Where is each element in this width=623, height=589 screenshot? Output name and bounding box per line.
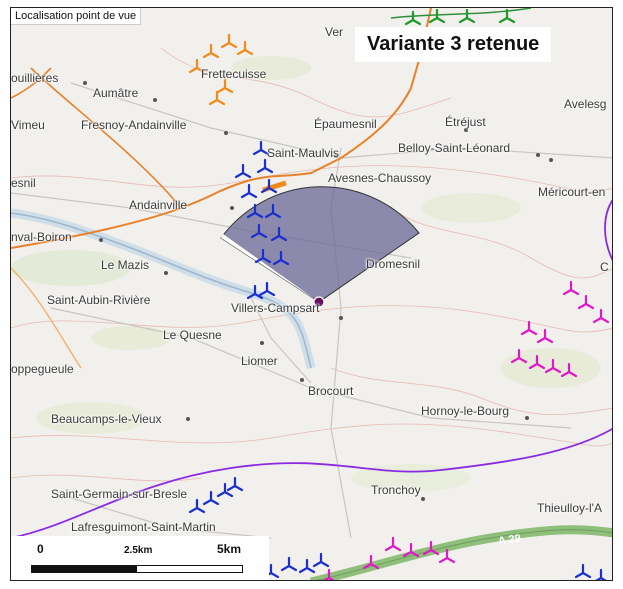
location-label: Localisation point de vue [11,8,142,25]
place-ver: Ver [325,25,344,39]
place-hornoy: Hornoy-le-Bourg [421,404,510,418]
place-vimeu: Vimeu [11,118,45,132]
place-saint-aubin: Saint-Aubin-Rivière [47,293,151,307]
place-avesnes: Avesnes-Chaussoy [328,171,432,185]
place-andainville: Andainville [129,198,188,212]
variant-label: Variante 3 retenue [355,27,552,62]
place-saint-germain: Saint-Germain-sur-Bresle [51,487,188,501]
scale-mid-label: 2.5km [124,545,153,556]
scale-start-label: 0 [37,542,44,556]
place-aumatre: Aumâtre [93,86,139,100]
place-villers: Villers-Campsart [231,301,320,315]
place-inval-boiron: nval-Boiron [11,230,72,244]
place-oppegueule: oppegueule [11,362,74,376]
contour-lines [11,47,612,482]
place-avelesg: Avelesg [564,97,607,111]
scale-bar-filled [32,566,137,572]
scale-bar [31,565,243,573]
place-tronchoy: Tronchoy [371,483,421,497]
place-brocourt: Brocourt [308,384,354,398]
place-lafresguimont: Lafresguimont-Saint-Martin [71,520,216,534]
admin-boundary [11,428,612,539]
place-le-mazis: Le Mazis [101,258,150,272]
place-beaucamps: Beaucamps-le-Vieux [51,412,162,426]
place-dromesnil: Dromesnil [366,257,421,271]
scale-bar-panel: 0 2.5km 5km [11,536,269,580]
place-epaumesnil: Épaumesnil [314,117,377,131]
place-c: C [600,260,609,274]
scale-end-label: 5km [217,542,242,556]
place-frettecuisse: Frettecuisse [201,67,267,81]
place-liomer: Liomer [241,354,278,368]
view-sector [220,186,420,303]
place-belloy: Belloy-Saint-Léonard [398,141,511,155]
place-pouillieres: ouillières [11,71,59,85]
place-etrejust: Étréjust [445,115,486,129]
place-mericourt: Méricourt-en [538,185,606,199]
place-le-quesne: Le Quesne [163,328,222,342]
motorway-a29 [309,525,612,580]
map-canvas[interactable]: Ver ouillières Aumâtre Frettecuisse Avel… [10,7,613,581]
place-fresnoy: Fresnoy-Andainville [81,118,187,132]
place-esnil: esnil [11,176,36,190]
place-saint-maulvis: Saint-Maulvis [267,146,340,160]
orange-road [11,8,432,249]
place-thieulloy: Thieulloy-l'A [537,501,602,515]
